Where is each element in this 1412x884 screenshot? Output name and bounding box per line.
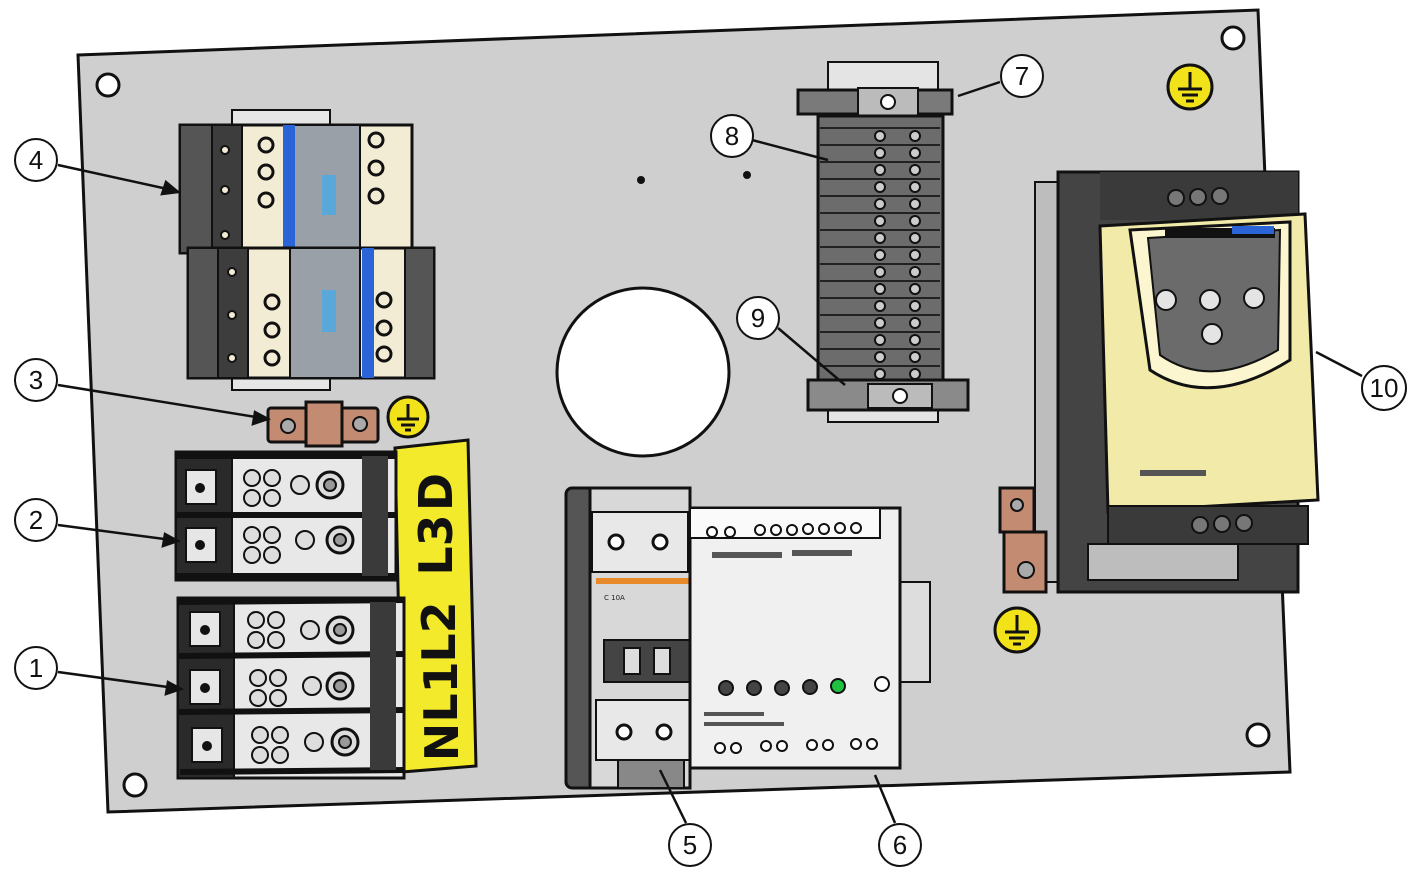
module-top-terminals (706, 522, 862, 538)
strip-screw (874, 368, 886, 380)
terminal-block-upper (174, 450, 398, 582)
strip-screw (874, 300, 886, 312)
callout-7: 7 (1000, 54, 1044, 98)
strip-screw (874, 266, 886, 278)
strip-screw (874, 215, 886, 227)
svg-text:3: 3 (29, 365, 43, 395)
strip-screw (909, 283, 921, 295)
strip-screw (909, 181, 921, 193)
svg-text:2: 2 (29, 505, 43, 535)
ground-symbol-right (993, 606, 1041, 654)
strip-screw (909, 198, 921, 210)
svg-text:10: 10 (1370, 373, 1399, 403)
strip-screw (909, 215, 921, 227)
strip-screw (874, 351, 886, 363)
breaker-rating: C 10A (604, 594, 625, 602)
strip-screw (874, 283, 886, 295)
strip-screw (909, 300, 921, 312)
earth-copper-bar (266, 400, 380, 448)
svg-text:1: 1 (29, 653, 43, 683)
terminal-block-lower (176, 596, 406, 780)
strip-screw (909, 130, 921, 142)
strip-screw (874, 181, 886, 193)
terminal-label-l3: L3 (409, 514, 463, 575)
callout-10: 10 (1361, 365, 1407, 411)
circuit-breaker: C 10A (564, 486, 705, 790)
strip-screw (909, 351, 921, 363)
terminal-label-l2: L2 (412, 601, 466, 662)
strip-screw (874, 130, 886, 142)
svg-text:9: 9 (751, 303, 765, 333)
strip-screw (874, 164, 886, 176)
svg-text:6: 6 (893, 830, 907, 860)
callout-8: 8 (710, 114, 754, 158)
callout-9: 9 (736, 296, 780, 340)
strip-screw (909, 334, 921, 346)
module-leds (718, 676, 890, 696)
strip-screw (874, 317, 886, 329)
svg-text:7: 7 (1015, 61, 1029, 91)
terminal-label-strip: D L3 L2 L1 N (393, 438, 478, 774)
module-bottom-terminals (714, 738, 878, 754)
control-module (688, 506, 931, 770)
svg-text:5: 5 (683, 830, 697, 860)
contactor-assembly (178, 109, 436, 391)
strip-screw (909, 317, 921, 329)
strip-screw (909, 266, 921, 278)
strip-screw (909, 164, 921, 176)
terminal-label-l1: L1 (414, 661, 468, 722)
callout-2: 2 (14, 498, 58, 542)
strip-screw (874, 147, 886, 159)
terminal-strip (796, 61, 970, 423)
speed-drive (1034, 170, 1320, 594)
svg-text:4: 4 (29, 145, 43, 175)
ground-symbol-top-right (1166, 63, 1214, 111)
terminal-label-n: N (415, 723, 469, 762)
strip-screw (874, 334, 886, 346)
terminal-strip-segments (820, 127, 940, 380)
cable-opening (555, 286, 731, 458)
callout-3: 3 (14, 358, 58, 402)
earth-copper-link-right (998, 486, 1048, 594)
strip-screw (909, 368, 921, 380)
callout-4: 4 (14, 138, 58, 182)
strip-screw (909, 147, 921, 159)
strip-screw (909, 249, 921, 261)
callout-6: 6 (878, 823, 922, 867)
strip-screw (874, 249, 886, 261)
strip-screw (874, 232, 886, 244)
svg-text:8: 8 (725, 121, 739, 151)
callout-1: 1 (14, 646, 58, 690)
callout-5: 5 (668, 823, 712, 867)
terminal-label-d: D (409, 473, 463, 511)
callouts: 1 2 3 4 5 6 7 8 9 10 (14, 54, 1407, 867)
strip-screw (874, 198, 886, 210)
strip-screw (909, 232, 921, 244)
callout-leaders (57, 80, 1363, 824)
plate-holes (95, 25, 1271, 798)
ground-symbol-left (386, 395, 430, 439)
